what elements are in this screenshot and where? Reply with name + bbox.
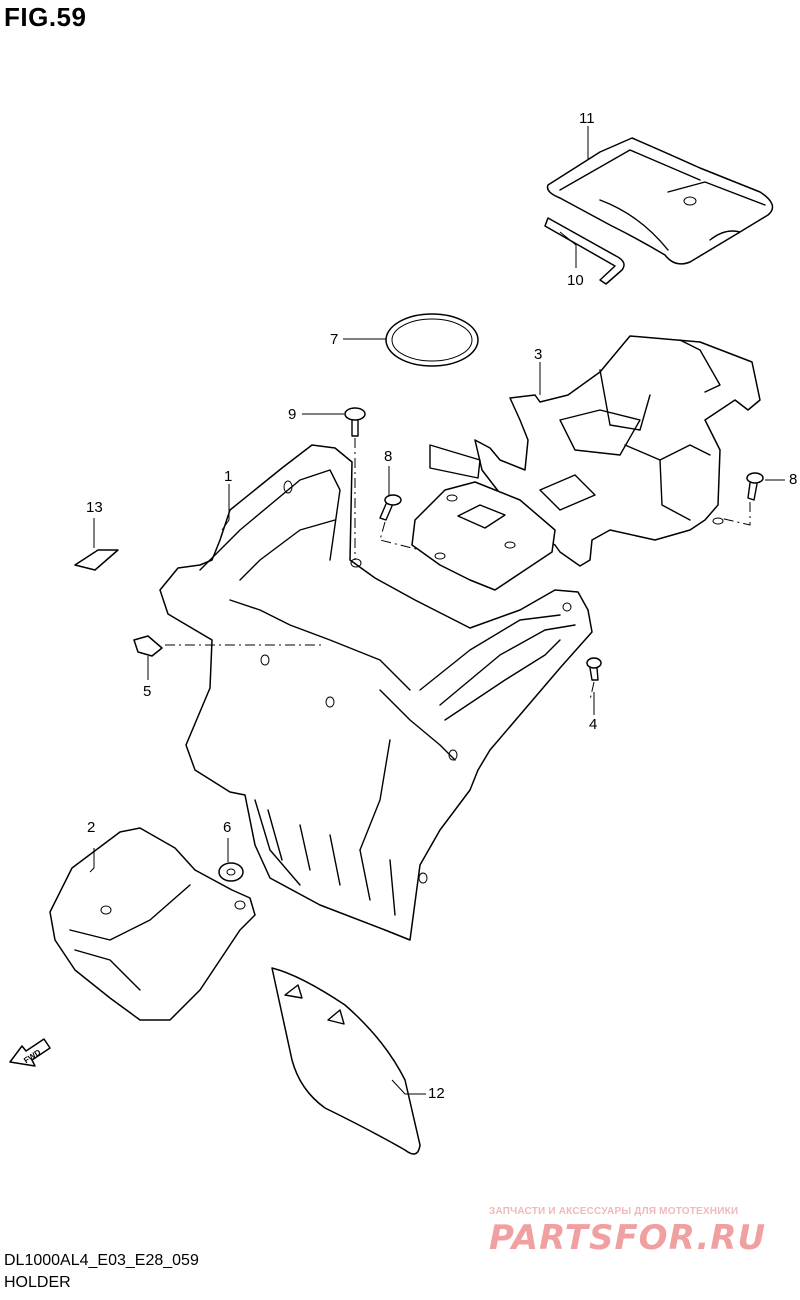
callout-3: 3 <box>534 346 543 363</box>
callout-5: 5 <box>143 683 152 700</box>
screw-8-right-part <box>746 472 764 501</box>
callout-11: 11 <box>579 110 595 127</box>
watermark-brand: PARTSFOR.RU <box>489 1218 767 1258</box>
fwd-arrow-icon <box>9 1038 51 1067</box>
callout-9: 9 <box>288 406 297 423</box>
pad-part <box>74 549 119 571</box>
hinge-plate <box>411 481 556 591</box>
tool-bag-part <box>546 137 774 265</box>
upper-bracket-part <box>429 335 761 567</box>
callout-12: 12 <box>428 1085 445 1102</box>
main-holder-part <box>159 444 593 941</box>
callout-10: 10 <box>567 272 584 289</box>
diagram-name: HOLDER <box>4 1274 71 1291</box>
screw-9-part <box>344 407 366 437</box>
diagram-code: DL1000AL4_E03_E28_059 <box>4 1252 199 1269</box>
callout-1: 1 <box>224 468 233 485</box>
leader-lines <box>89 126 785 1095</box>
hex-wrench-part <box>544 217 625 285</box>
nut-clip-5-part <box>133 635 163 657</box>
callout-8-left: 8 <box>384 448 393 465</box>
watermark-tagline: ЗАПЧАСТИ И АКСЕССУАРЫ ДЛЯ МОТОТЕХНИКИ <box>489 1206 739 1217</box>
callout-13: 13 <box>86 499 103 516</box>
callout-2: 2 <box>87 819 96 836</box>
callout-4: 4 <box>589 716 598 733</box>
figure-title: FIG.59 <box>4 2 87 32</box>
assembly-lines <box>165 438 751 701</box>
callout-8-right: 8 <box>789 471 798 488</box>
cover-part <box>49 827 256 1021</box>
washer-6-part <box>218 862 244 882</box>
callout-7: 7 <box>330 331 339 348</box>
callout-6: 6 <box>223 819 232 836</box>
plate-part <box>271 967 421 1155</box>
screw-8-left-part <box>379 494 402 521</box>
screw-4-part <box>586 657 602 681</box>
o-ring-part <box>385 313 479 367</box>
